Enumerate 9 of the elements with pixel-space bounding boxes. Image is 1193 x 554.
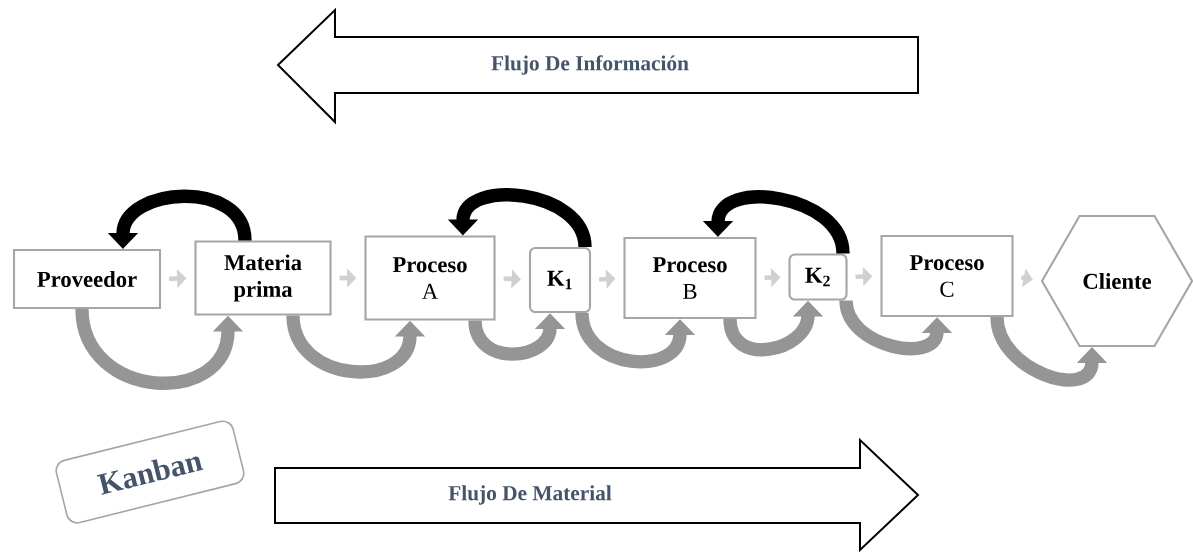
kanban-tag: Kanban bbox=[96, 456, 204, 495]
process-box: Proceso C bbox=[880, 234, 1014, 318]
process-box: Materia prima bbox=[194, 240, 332, 316]
process-box: Proveedor bbox=[12, 248, 162, 310]
process-box: Proceso A bbox=[364, 235, 496, 321]
process-box: Proceso B bbox=[623, 236, 757, 320]
customer-hexagon: Cliente bbox=[1040, 215, 1193, 348]
kanban-box: K$_{1}$ bbox=[528, 246, 592, 314]
kanban-box: K$_{2}$ bbox=[788, 253, 848, 301]
